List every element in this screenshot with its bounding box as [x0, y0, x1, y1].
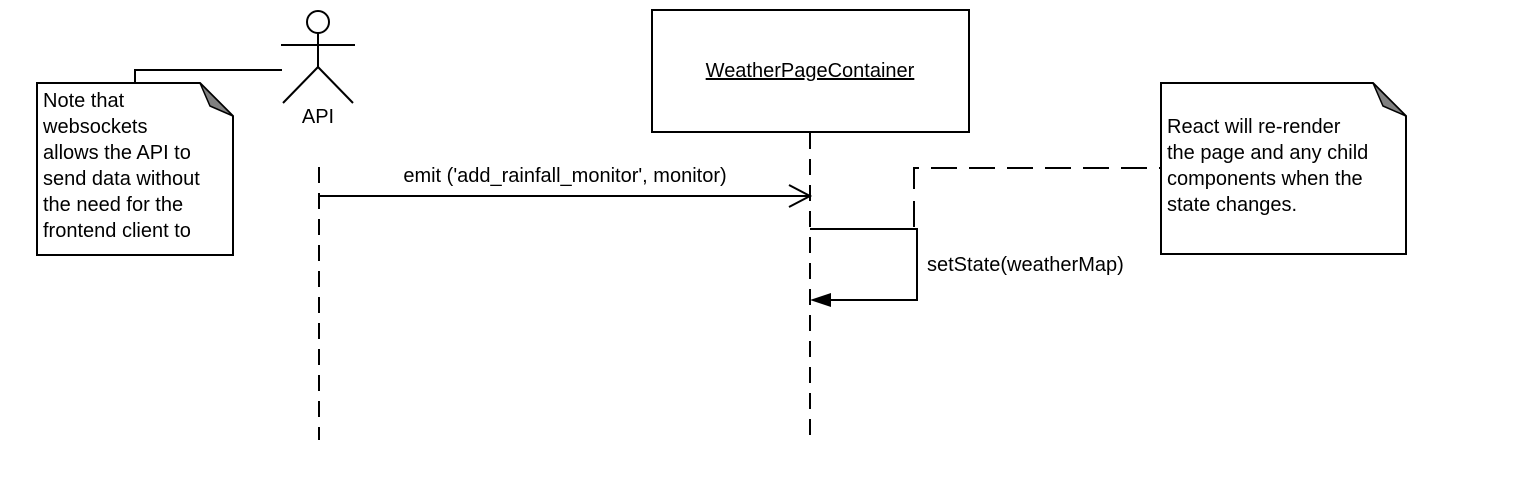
message-label: emit ('add_rainfall_monitor', monitor) — [403, 165, 726, 187]
note-connector — [134, 69, 282, 83]
filled-arrowhead-icon — [810, 293, 831, 307]
note-line: websockets — [42, 116, 148, 138]
note-text: Note that websockets allows the API to s… — [42, 90, 205, 242]
self-call-line — [810, 228, 918, 301]
note-line: send data without — [43, 168, 200, 190]
message-set-state[interactable]: setState(weatherMap) — [810, 228, 1124, 307]
folded-corner-icon — [1372, 82, 1407, 117]
message-emit[interactable]: emit ('add_rainfall_monitor', monitor) — [319, 165, 813, 208]
note-line: frontend client to — [43, 220, 191, 242]
actor-api[interactable]: API — [281, 10, 355, 128]
object-weather-page-container[interactable]: WeatherPageContainer — [651, 9, 970, 133]
note-line: allows the API to — [43, 142, 191, 164]
message-label: setState(weatherMap) — [927, 254, 1124, 276]
folded-corner-icon — [199, 82, 234, 117]
note-line: state changes. — [1167, 194, 1297, 216]
note-connector — [913, 167, 1160, 227]
note-body — [1160, 82, 1407, 255]
note-line: components when the — [1167, 168, 1363, 190]
open-arrowhead-icon — [788, 184, 813, 208]
note-react-rerender[interactable]: React will re-render the page and any ch… — [913, 82, 1407, 255]
note-line: React will re-render — [1167, 116, 1341, 138]
note-line: the need for the — [43, 194, 183, 216]
actor-label: API — [302, 106, 334, 128]
note-line: Note that — [43, 90, 125, 112]
note-body — [36, 82, 234, 256]
object-label: WeatherPageContainer — [706, 60, 915, 82]
note-text: React will re-render the page and any ch… — [1167, 116, 1374, 216]
stick-figure-icon — [281, 10, 355, 104]
note-line: the page and any child — [1167, 142, 1368, 164]
note-websockets[interactable]: Note that websockets allows the API to s… — [36, 69, 282, 256]
object-box — [651, 9, 970, 133]
